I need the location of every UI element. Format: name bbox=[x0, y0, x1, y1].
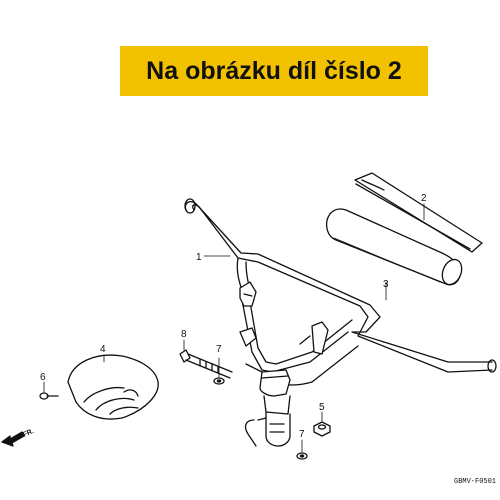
arrow-left-icon bbox=[1, 431, 25, 447]
part-number-banner: Na obrázku díl číslo 2 bbox=[120, 46, 428, 96]
bracket-right bbox=[299, 321, 329, 355]
washer-upper-hole bbox=[216, 379, 222, 383]
washer-lower-hole bbox=[299, 454, 305, 458]
banner-text: Na obrázku díl číslo 2 bbox=[146, 56, 402, 85]
leader-lines bbox=[43, 203, 425, 453]
handlebar-holder bbox=[244, 369, 291, 447]
part-8-bolt bbox=[179, 349, 233, 379]
direction-label: FR. bbox=[22, 428, 35, 439]
callout-7-lower: 7 bbox=[299, 429, 305, 440]
part-2-grip-cover bbox=[354, 172, 483, 253]
callout-4: 4 bbox=[100, 344, 106, 355]
bracket-lower-left bbox=[239, 327, 257, 347]
part-3-foam-pad bbox=[325, 208, 463, 286]
part-6-screw bbox=[39, 392, 59, 400]
callout-2: 2 bbox=[421, 193, 427, 204]
part-5-nut bbox=[313, 421, 331, 437]
callout-5: 5 bbox=[319, 402, 325, 413]
callout-7-upper: 7 bbox=[216, 344, 222, 355]
callout-8: 8 bbox=[181, 329, 187, 340]
callout-3: 3 bbox=[383, 279, 389, 290]
callout-6: 6 bbox=[40, 372, 46, 383]
callout-1: 1 bbox=[196, 252, 202, 263]
bracket-upper bbox=[239, 281, 257, 307]
part-4-cover bbox=[67, 354, 159, 420]
drawing-code: GBMV-F0501 bbox=[454, 478, 496, 486]
